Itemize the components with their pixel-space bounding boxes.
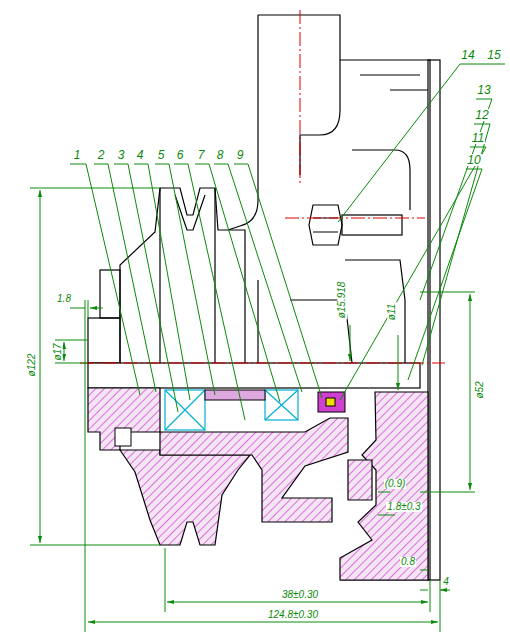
section-hatch <box>160 418 348 522</box>
center-line <box>300 10 301 185</box>
pump-housing <box>352 150 410 210</box>
leader-line <box>174 164 245 420</box>
dimension-line <box>470 294 471 490</box>
section-hatch <box>348 460 372 500</box>
callout-number: 2 <box>97 149 106 161</box>
dimension-text: ø122 <box>27 353 37 378</box>
callout-number: 10 <box>466 154 481 166</box>
leader-line <box>340 147 486 400</box>
leader-line <box>408 169 482 380</box>
bolt <box>309 205 342 245</box>
bearing <box>165 390 205 430</box>
callout-number: 12 <box>474 109 489 121</box>
callout-number: 14 <box>460 49 475 61</box>
pulley <box>175 195 205 230</box>
screw-head <box>115 428 131 446</box>
dimension-line <box>88 622 438 623</box>
pump-housing <box>300 60 340 175</box>
dimension-line <box>378 492 428 570</box>
leader-line <box>134 164 190 400</box>
pump-housing <box>228 15 440 580</box>
callout-number: 9 <box>236 149 245 161</box>
dimension-text: 4 <box>442 577 450 587</box>
leader-line <box>155 164 215 395</box>
dimension-line <box>30 188 160 545</box>
hub-flange <box>100 270 120 318</box>
callout-number: 11 <box>471 132 485 144</box>
dimension-text: 1.8 <box>56 294 72 304</box>
dimension-line <box>85 300 86 632</box>
leader-line <box>338 64 505 222</box>
pump-housing <box>228 15 258 230</box>
section-hatch <box>120 450 250 545</box>
dimension-text: 1.8±0.3 <box>386 502 421 512</box>
pump-housing <box>345 260 405 363</box>
leader-line <box>70 64 505 420</box>
seal <box>326 398 335 406</box>
callout-number: 5 <box>157 149 166 161</box>
hub-flange <box>88 270 120 363</box>
dimension-line <box>40 190 41 543</box>
callout-number: 3 <box>117 149 126 161</box>
leader-line <box>234 164 322 398</box>
bolt <box>313 218 338 232</box>
dimension-line <box>350 325 351 361</box>
leader-line <box>114 164 178 412</box>
hub-flange <box>88 318 120 363</box>
callout-number: 8 <box>216 149 225 161</box>
pump-housing <box>360 75 428 90</box>
dimension-line <box>167 602 428 603</box>
center-line <box>80 10 445 363</box>
center-line <box>80 363 445 364</box>
dimension-line <box>420 292 475 492</box>
dimension-text: 0.8 <box>400 557 416 567</box>
dimension-text: ø17 <box>53 342 63 361</box>
dimension-line <box>30 188 475 632</box>
bolt <box>309 205 402 245</box>
dimension-text: ø52 <box>475 380 485 399</box>
dimension-line <box>70 308 103 309</box>
dimension-line <box>420 590 450 591</box>
dimension-text: ø15.918 <box>337 281 347 320</box>
callout-number: 15 <box>486 49 501 61</box>
seal <box>318 392 345 412</box>
callout-number: 7 <box>197 149 206 161</box>
dimension-line <box>430 580 440 632</box>
leader-line <box>70 164 140 395</box>
seal <box>318 392 345 412</box>
dimension-line <box>88 300 89 318</box>
section-hatch <box>88 388 428 580</box>
leader-line <box>94 164 156 392</box>
section-hatch <box>340 392 428 580</box>
bearing <box>165 390 205 430</box>
pump-housing <box>257 280 258 363</box>
leader-line <box>214 164 302 392</box>
dimension-line <box>64 342 65 361</box>
bearing <box>265 390 298 420</box>
dimension-text: 124.8±0.30 <box>267 610 319 620</box>
pump-housing <box>428 60 440 580</box>
dimension-text: (0.9) <box>384 479 407 489</box>
callout-number: 1 <box>73 149 82 161</box>
dimension-text: ø11 <box>387 303 397 322</box>
callout-number: 4 <box>136 149 145 161</box>
leader-line <box>195 164 280 402</box>
center-line <box>285 218 425 219</box>
section-hatch <box>88 388 160 450</box>
dimension-text: 38±0.30 <box>281 590 319 600</box>
callout-number: 6 <box>176 149 185 161</box>
callout-number: 13 <box>476 84 491 96</box>
dimension-line <box>398 335 399 390</box>
bearing <box>265 390 298 420</box>
dimension-line <box>165 548 166 612</box>
